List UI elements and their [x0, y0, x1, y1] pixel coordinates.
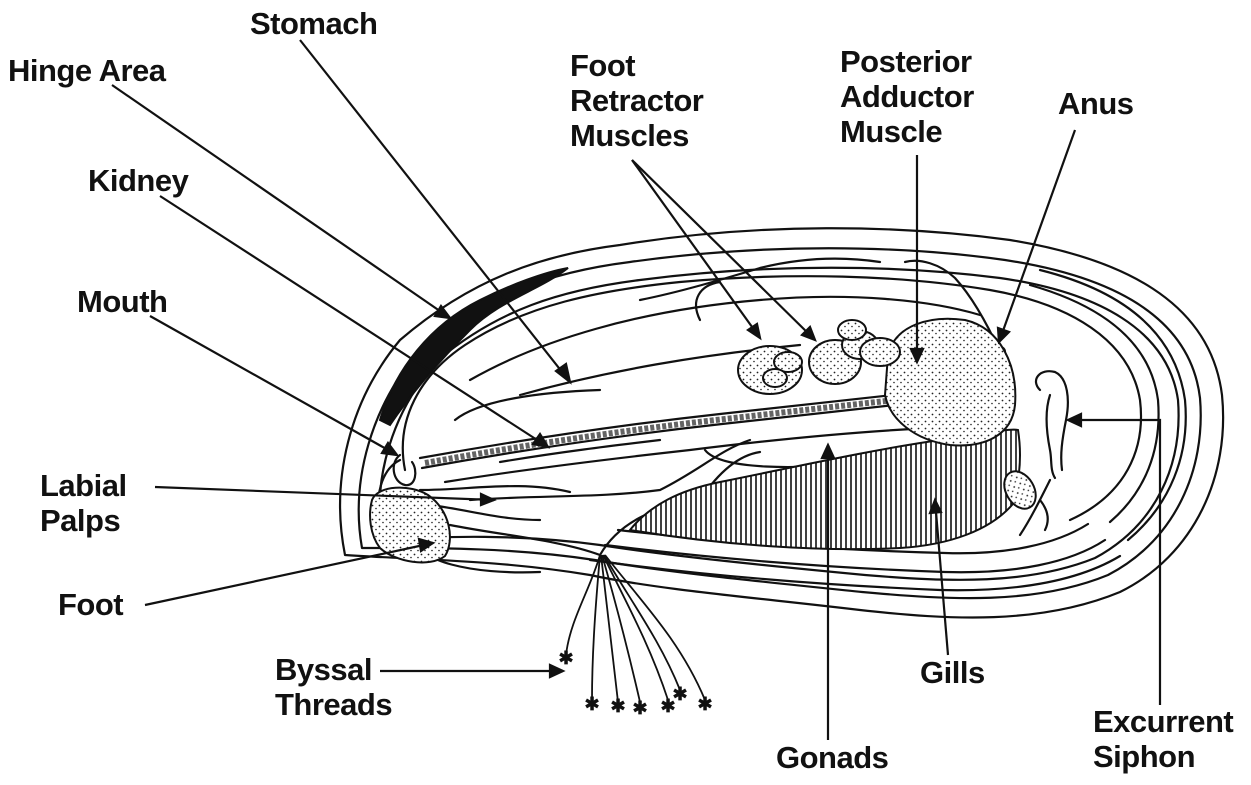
label-kidney: Kidney	[88, 163, 188, 198]
byssal-threads-shape	[566, 555, 705, 702]
gills-shape	[630, 430, 1020, 550]
svg-text:✱: ✱	[632, 698, 647, 718]
label-byssal-threads: Byssal Threads	[275, 652, 392, 722]
label-mouth: Mouth	[77, 284, 167, 319]
foot-retractor-muscles-shapes	[738, 320, 900, 394]
label-posterior-adductor-muscle: Posterior Adductor Muscle	[840, 44, 974, 149]
label-stomach: Stomach	[250, 6, 377, 41]
svg-text:✱: ✱	[584, 694, 599, 714]
svg-text:✱: ✱	[672, 684, 687, 704]
svg-text:✱: ✱	[610, 696, 625, 716]
label-gonads: Gonads	[776, 740, 888, 775]
label-excurrent-siphon: Excurrent Siphon	[1093, 704, 1233, 774]
label-gills: Gills	[920, 655, 985, 690]
label-anus: Anus	[1058, 86, 1134, 121]
label-foot-retractor-muscles: Foot Retractor Muscles	[570, 48, 703, 153]
posterior-adductor-muscle-shape	[885, 319, 1015, 446]
label-foot: Foot	[58, 587, 123, 622]
svg-text:✱: ✱	[558, 648, 573, 668]
label-labial-palps: Labial Palps	[40, 468, 127, 538]
label-hinge-area: Hinge Area	[8, 53, 166, 88]
svg-text:✱: ✱	[697, 694, 712, 714]
